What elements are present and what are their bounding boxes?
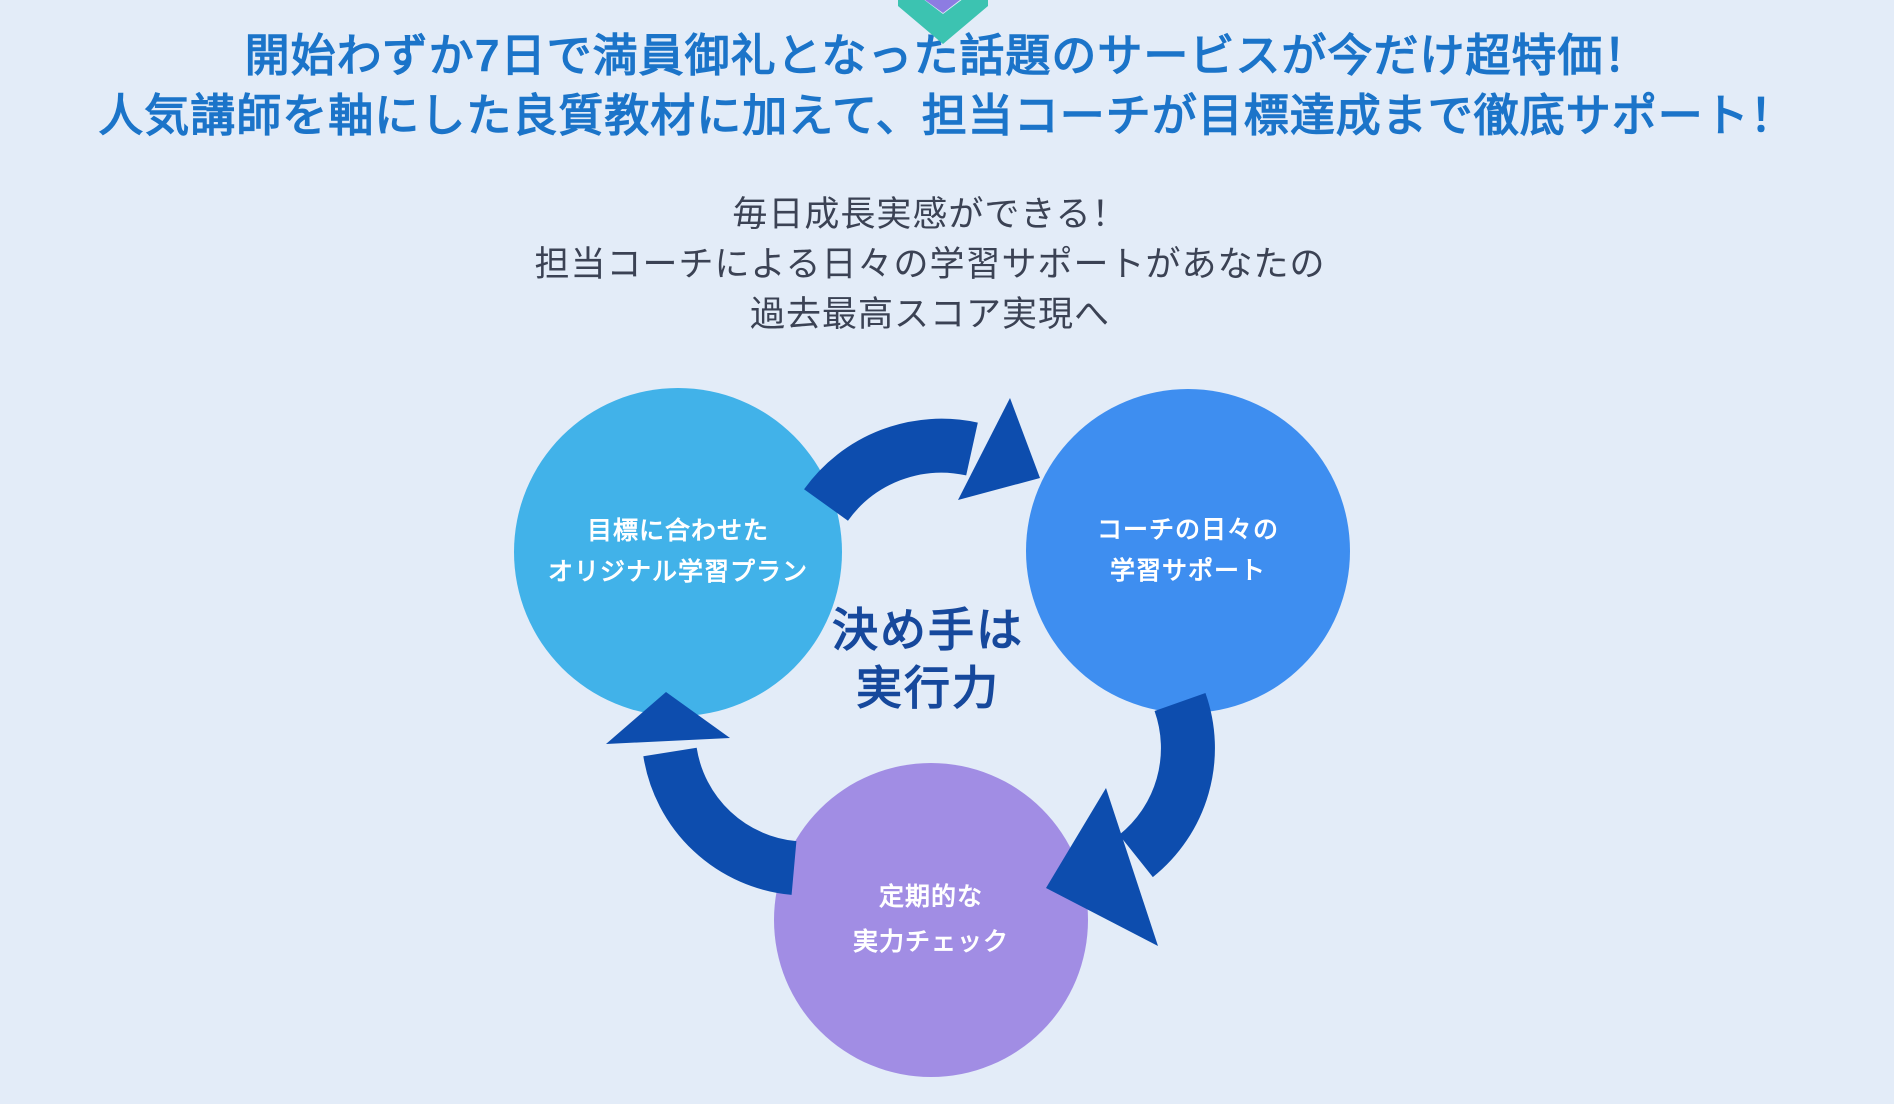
subtitle-line-1: 毎日成長実感ができる！ xyxy=(732,195,1128,234)
center-label-line-2: 実行力 xyxy=(856,662,1000,714)
bottom-divider xyxy=(0,1104,1894,1112)
subtitle-line-2: 担当コーチによる日々の学習サポートがあなたの xyxy=(534,245,1326,284)
node-plan-label-line-1: 目標に合わせた xyxy=(586,517,769,545)
subtitle-line-3: 過去最高スコア実現へ xyxy=(749,295,1110,334)
diagram-node-support: コーチの日々の 学習サポート xyxy=(1026,389,1350,713)
node-plan-label-line-2: オリジナル学習プラン xyxy=(547,558,808,586)
headline-line-1: 開始わずか7日で満員御礼となった話題のサービスが今だけ超特価！ xyxy=(244,30,1650,81)
node-check-label-line-1: 定期的な xyxy=(878,883,983,911)
arrow-check-to-plan xyxy=(606,692,798,895)
node-support-label-line-1: コーチの日々の xyxy=(1096,516,1279,544)
diagram-node-check: 定期的な 実力チェック xyxy=(774,763,1088,1077)
arrow-plan-to-support xyxy=(804,398,1040,522)
diagram-center-label: 決め手は 実行力 xyxy=(0,601,1875,717)
headline-line-2: 人気講師を軸にした良質教材に加えて、担当コーチが目標達成まで徹底サポート！ xyxy=(98,90,1796,141)
headline: 開始わずか7日で満員御礼となった話題のサービスが今だけ超特価！ 人気講師を軸にし… xyxy=(0,26,1894,146)
subtitle: 毎日成長実感ができる！ 担当コーチによる日々の学習サポートがあなたの 過去最高ス… xyxy=(0,190,1877,340)
node-support-label-line-2: 学習サポート xyxy=(1109,557,1266,585)
center-label-line-1: 決め手は xyxy=(832,604,1024,656)
diagram-node-plan: 目標に合わせた オリジナル学習プラン xyxy=(514,388,842,716)
node-check-label-line-2: 実力チェック xyxy=(852,928,1009,956)
